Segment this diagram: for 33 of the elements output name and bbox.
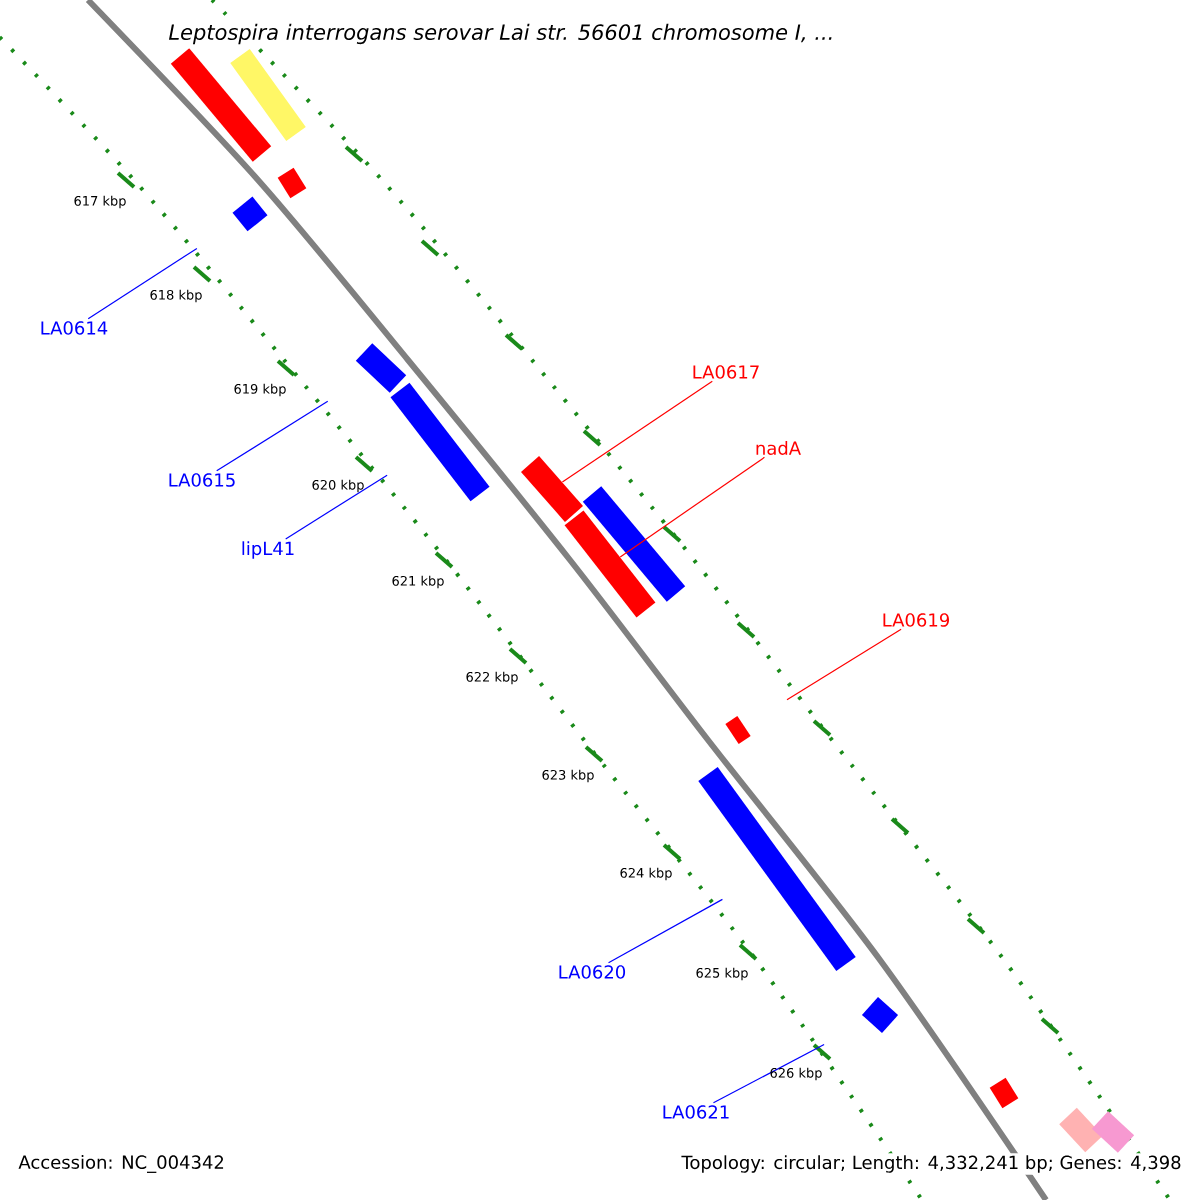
- gene-label: lipL41: [242, 541, 294, 559]
- gene-label: LA0617: [693, 365, 759, 379]
- gene-block: [564, 510, 656, 618]
- gene-label: LA0619: [883, 613, 949, 627]
- gene-block: [355, 343, 407, 393]
- leader-line: [87, 247, 198, 320]
- gene-block: [1059, 1107, 1103, 1153]
- gene-block: [390, 382, 490, 502]
- gene-block: [521, 456, 583, 522]
- gene-block: [582, 486, 686, 602]
- gene-block: [1091, 1111, 1135, 1153]
- gene-block: [725, 716, 751, 744]
- gene-label: LA0620: [559, 965, 626, 979]
- leader-line: [786, 628, 902, 701]
- leader-line: [607, 898, 723, 964]
- gene-block: [277, 167, 307, 199]
- info-text: Topology: circular; Length: 4,332,241 bp; Genes: 4,398: [679, 1153, 1184, 1175]
- leader-line: [216, 400, 329, 472]
- gene-label: LA0621: [663, 1105, 729, 1119]
- leader-line: [561, 380, 713, 483]
- gene-label: nadA: [756, 441, 801, 455]
- leader-line: [619, 456, 766, 558]
- gene-block: [230, 49, 306, 141]
- leader-line: [285, 474, 388, 540]
- map-title: Leptospira interrogans serovar Lai str. 56601 chromosome I, ...: [164, 19, 839, 49]
- gene-block: [861, 997, 899, 1033]
- leader-line: [712, 1043, 825, 1104]
- gene-block: [989, 1077, 1019, 1109]
- gene-block: [170, 48, 272, 162]
- gene-block: [232, 196, 268, 232]
- gene-label: LA0615: [169, 473, 235, 487]
- gene-label: LA0614: [41, 321, 108, 335]
- info-text: Accession: NC_004342: [16, 1153, 227, 1175]
